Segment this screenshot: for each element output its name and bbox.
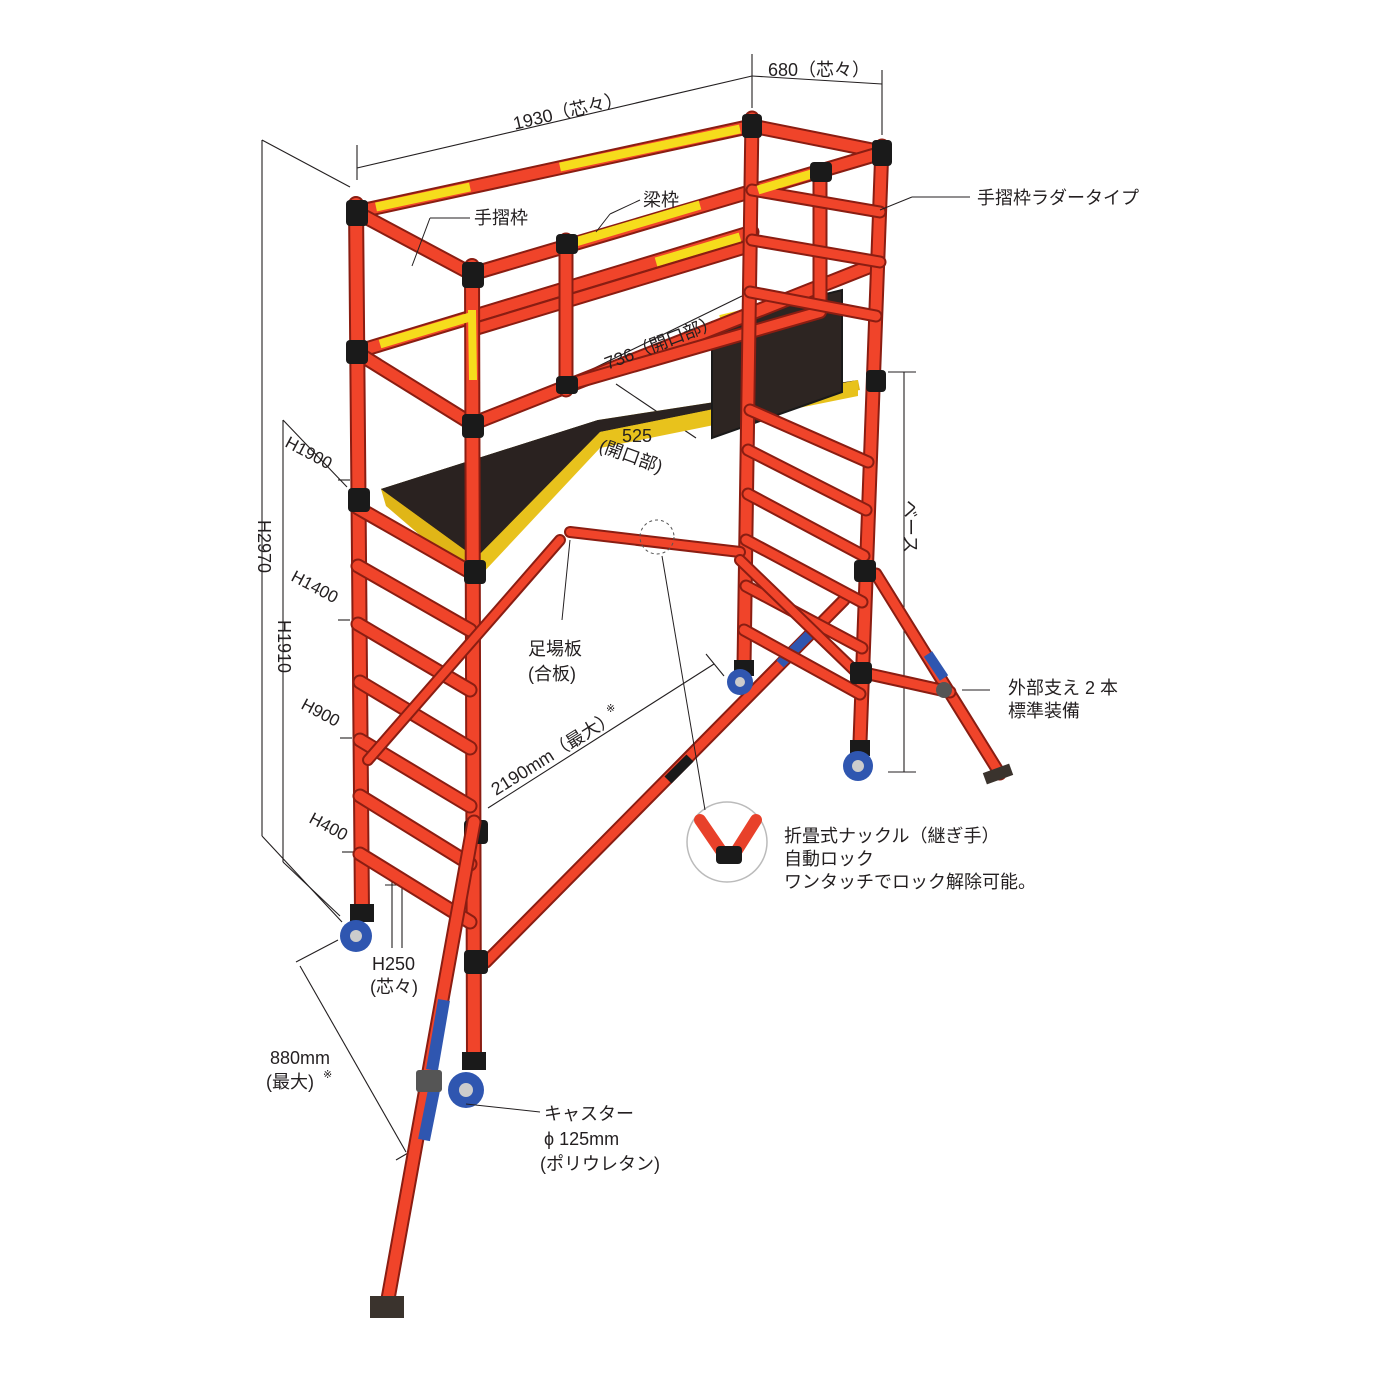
outrigger-rear-left bbox=[479, 593, 851, 969]
dim-outrigger-reach-mark: ※ bbox=[606, 703, 615, 715]
label-caster-3: (ポリウレタン) bbox=[540, 1154, 660, 1174]
label-caster-1: キャスター bbox=[544, 1104, 634, 1124]
knuckle-inset bbox=[639, 519, 768, 883]
dim-h400: H400 bbox=[306, 809, 351, 845]
label-handrail-ladder: 手摺枠ラダータイプ bbox=[977, 188, 1139, 208]
caster-front-right bbox=[448, 1052, 486, 1108]
label-deck-2: (合板) bbox=[528, 664, 576, 684]
dim-length: 1930（芯々） bbox=[511, 89, 625, 134]
dim-base: ベース bbox=[900, 500, 920, 553]
dim-outrigger-side-mark: ※ bbox=[323, 1069, 332, 1081]
platform bbox=[381, 288, 860, 578]
frame-joints bbox=[346, 114, 892, 974]
dim-total-height: H2970 bbox=[254, 520, 274, 573]
label-handrail: 手摺枠 bbox=[474, 208, 528, 228]
caster-front-left bbox=[340, 904, 374, 952]
dim-h1900: H1900 bbox=[282, 433, 335, 473]
dim-h1400: H1400 bbox=[288, 567, 341, 607]
dimension-lines bbox=[261, 54, 916, 1161]
frame-pipes bbox=[348, 110, 890, 1068]
label-beam: 梁枠 bbox=[643, 190, 679, 210]
caster-rear-right bbox=[843, 740, 873, 781]
dim-platform-height: H1910 bbox=[274, 620, 294, 673]
label-knuckle-2: 自動ロック bbox=[784, 849, 874, 869]
yellow-bands bbox=[375, 124, 820, 381]
outrigger-rear-right bbox=[853, 567, 1014, 785]
dim-opening-width-num: 525 bbox=[622, 426, 652, 446]
outrigger-front bbox=[370, 814, 482, 1318]
dim-width: 680（芯々） bbox=[768, 60, 870, 80]
dim-outrigger-side-note: (最大) bbox=[266, 1072, 314, 1092]
dim-outrigger-side: 880mm bbox=[270, 1048, 330, 1068]
dim-outrigger-reach: 2190mm（最大） bbox=[488, 707, 619, 799]
label-outrigger-1: 外部支え 2 本 bbox=[1008, 678, 1118, 698]
leader-lines bbox=[411, 196, 990, 1113]
label-outrigger-2: 標準装備 bbox=[1008, 701, 1080, 721]
label-caster-2: ϕ 125mm bbox=[544, 1129, 619, 1149]
label-knuckle-3: ワンタッチでロック解除可能。 bbox=[784, 872, 1036, 892]
casters bbox=[340, 660, 873, 1108]
dim-h900: H900 bbox=[298, 695, 343, 731]
dim-h250: H250 bbox=[372, 954, 415, 974]
caster-rear-left bbox=[727, 660, 754, 695]
right-ladder-rungs bbox=[737, 183, 887, 701]
label-knuckle-1: 折畳式ナックル（継ぎ手） bbox=[784, 826, 999, 846]
label-deck-1: 足場板 bbox=[528, 639, 582, 659]
dim-h250-note: (芯々) bbox=[370, 977, 418, 997]
